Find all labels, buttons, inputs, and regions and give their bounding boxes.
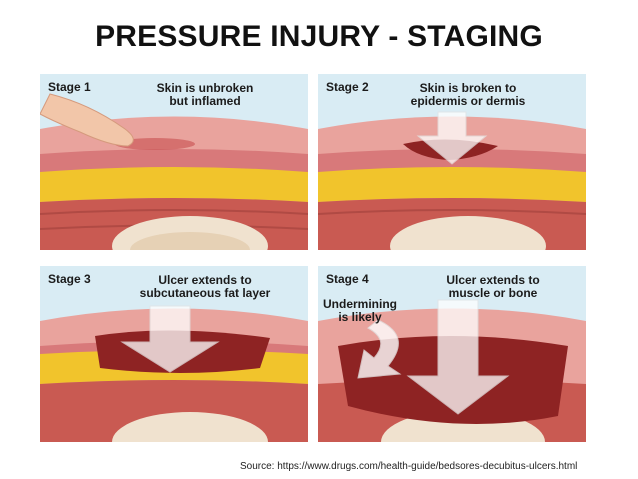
stage-caption: Ulcer extends to muscle or bone	[418, 274, 568, 300]
stage-label: Stage 2	[326, 80, 369, 94]
stage-4-illustration	[318, 299, 586, 442]
stage-label: Stage 4	[326, 272, 369, 286]
stage-3-panel: Stage 3 Ulcer extends to subcutaneous fa…	[40, 266, 308, 442]
stage-2-panel: Stage 2 Skin is broken to epidermis or d…	[318, 74, 586, 250]
stage-caption: Ulcer extends to subcutaneous fat layer	[120, 274, 290, 300]
caption-line: Ulcer extends to	[158, 273, 252, 287]
caption-line: Skin is broken to	[419, 81, 517, 95]
caption-line: subcutaneous fat layer	[139, 286, 271, 300]
stage-4-panel: Stage 4 Ulcer extends to muscle or bone …	[318, 266, 586, 442]
source-caption: Source: https://www.drugs.com/health-gui…	[240, 461, 578, 472]
stage-label: Stage 1	[48, 80, 91, 94]
caption-line: muscle or bone	[448, 286, 538, 300]
stage-caption: Skin is broken to epidermis or dermis	[388, 82, 548, 108]
stage-note: Undermining is likely	[320, 298, 400, 324]
note-line: Undermining	[323, 297, 397, 311]
stage-label: Stage 3	[48, 272, 91, 286]
caption-line: but inflamed	[169, 94, 241, 108]
stage-2-illustration	[318, 111, 586, 250]
caption-line: Skin is unbroken	[156, 81, 254, 95]
note-line: is likely	[338, 310, 382, 324]
stage-1-panel: Stage 1 Skin is unbroken but inflamed	[40, 74, 308, 250]
caption-line: Ulcer extends to	[446, 273, 540, 287]
stage-1-illustration	[40, 93, 308, 250]
caption-line: epidermis or dermis	[410, 94, 526, 108]
stage-caption: Skin is unbroken but inflamed	[140, 82, 270, 108]
stage-3-illustration	[40, 305, 308, 442]
page-title: PRESSURE INJURY - STAGING	[95, 20, 543, 53]
